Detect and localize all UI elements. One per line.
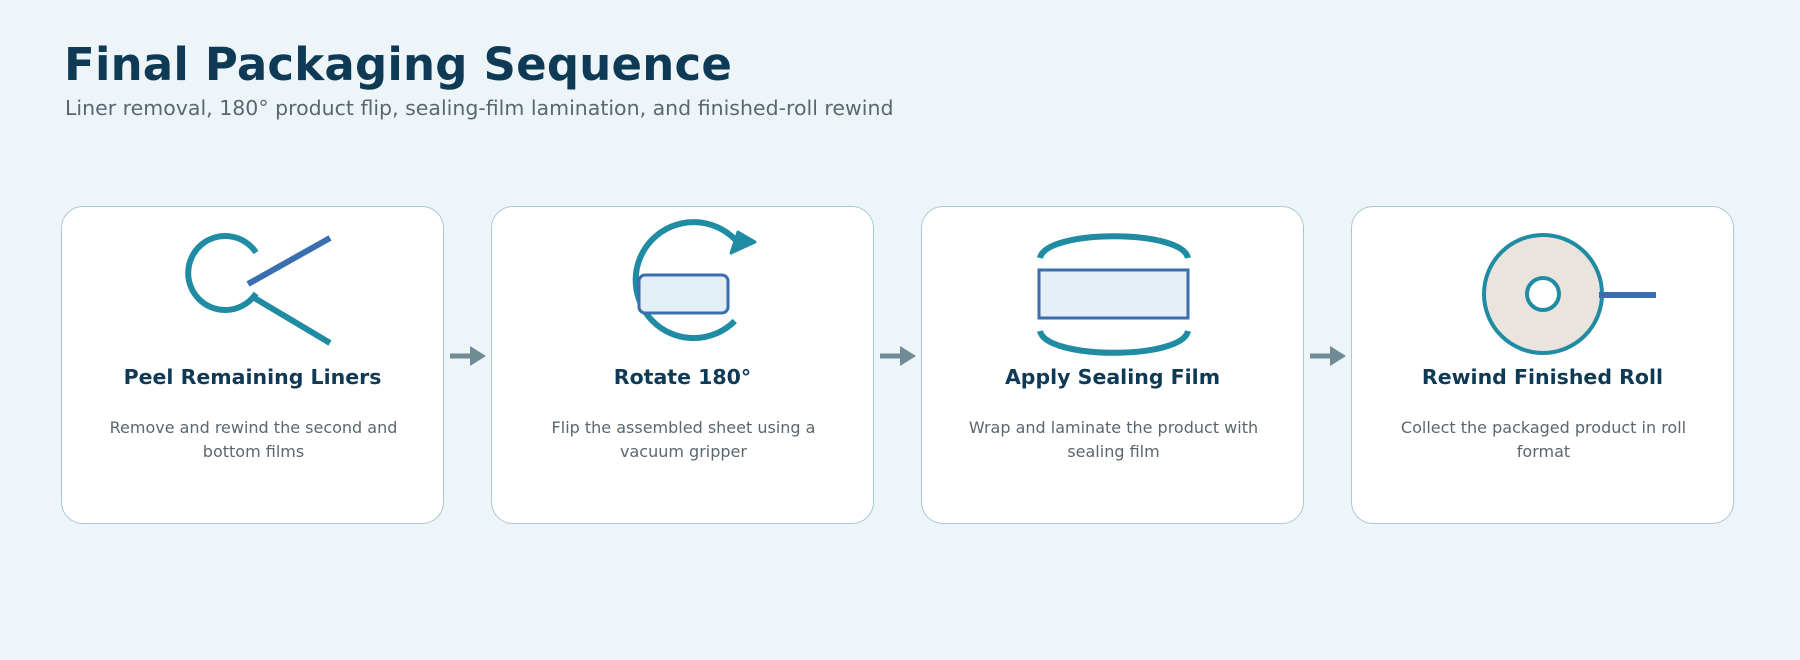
arrow-right-icon	[450, 346, 486, 366]
step-card-rotate: Rotate 180° Flip the assembled sheet usi…	[491, 206, 874, 524]
arrow-right-icon	[880, 346, 916, 366]
page-title: Final Packaging Sequence	[64, 38, 733, 91]
peel-liners-icon	[185, 233, 332, 346]
arrow-right-icon	[1310, 346, 1346, 366]
step-title: Peel Remaining Liners	[123, 365, 382, 389]
step-title: Apply Sealing Film	[1004, 365, 1221, 389]
step-description: Collect the packaged product in roll for…	[1400, 418, 1687, 461]
step-title: Rewind Finished Roll	[1421, 365, 1664, 389]
step-description: Flip the assembled sheet using a vacuum …	[551, 418, 816, 461]
step-description: Remove and rewind the second and bottom …	[109, 418, 398, 461]
finished-roll-icon	[1482, 233, 1656, 355]
step-card-rewind-roll: Rewind Finished Roll Collect the package…	[1351, 206, 1734, 524]
step-title: Rotate 180°	[613, 365, 752, 389]
step-card-peel-liners: Peel Remaining Liners Remove and rewind …	[61, 206, 444, 524]
step-card-sealing-film: Apply Sealing Film Wrap and laminate the…	[921, 206, 1304, 524]
page-subtitle: Liner removal, 180° product flip, sealin…	[65, 96, 894, 120]
step-description: Wrap and laminate the product with seali…	[968, 418, 1259, 461]
rotate-180-icon	[632, 219, 757, 342]
sealing-film-icon	[1037, 233, 1191, 356]
